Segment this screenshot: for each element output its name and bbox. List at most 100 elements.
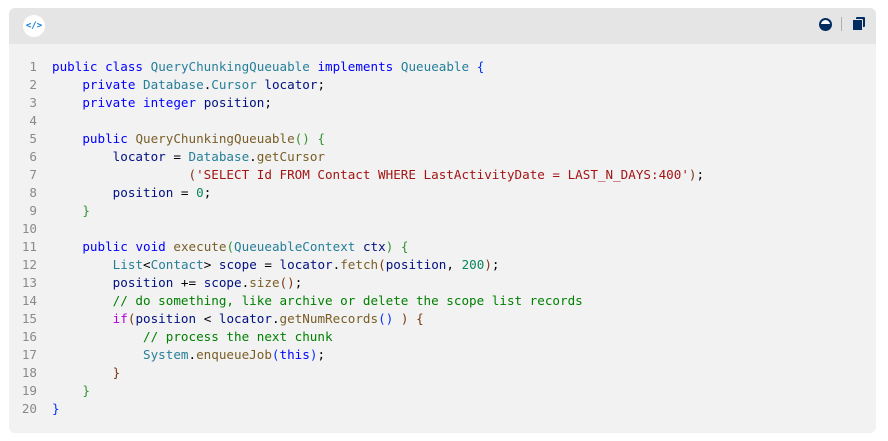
code-token: += [173, 275, 204, 290]
code-token: ( [127, 311, 136, 326]
line-number: 8 [29, 185, 37, 200]
line-number: 7 [29, 167, 37, 182]
line-source: private integer position; [52, 94, 272, 112]
code-token [196, 95, 204, 110]
line-source: System.enqueueJob(this); [52, 346, 325, 364]
code-token: ; [317, 77, 326, 92]
code-line: 15 if(position < locator.getNumRecords()… [9, 310, 704, 328]
code-token [143, 59, 151, 74]
code-token: 200 [461, 257, 485, 272]
code-token: // do something, like archive or delete … [112, 293, 583, 308]
line-source: ('SELECT Id FROM Contact WHERE LastActiv… [52, 166, 704, 184]
code-token [52, 347, 143, 362]
code-token [393, 239, 401, 254]
toolbar-divider [841, 17, 842, 31]
line-source: List<Contact> scope = locator.fetch(posi… [52, 256, 500, 274]
code-token: . [203, 77, 212, 92]
code-token: , [446, 257, 462, 272]
code-icon[interactable]: </> [23, 15, 45, 37]
line-source: public void execute(QueueableContext ctx… [52, 238, 408, 256]
code-token: . [271, 311, 280, 326]
code-token [135, 77, 143, 92]
copy-icon[interactable] [851, 17, 865, 31]
code-token: ) [309, 347, 318, 362]
code-token: position [112, 275, 174, 290]
code-token [52, 77, 82, 92]
code-token: ; [264, 95, 272, 110]
line-source: locator = Database.getCursor [52, 148, 325, 166]
line-number: 11 [21, 239, 37, 254]
theme-toggle-icon[interactable] [819, 17, 832, 31]
code-line: 4 [9, 112, 704, 130]
code-token: () [294, 131, 310, 146]
code-token: ( [226, 239, 235, 254]
code-token: QueryChunkingQueuable [150, 59, 310, 74]
code-line: 2 private Database.Cursor locator; [9, 76, 704, 94]
code-token: position [385, 257, 447, 272]
code-token: < [143, 257, 151, 272]
code-token: = [173, 185, 197, 200]
code-line: 7 ('SELECT Id FROM Contact WHERE LastAct… [9, 166, 704, 184]
code-token: Cursor [211, 77, 257, 92]
code-token: QueueableContext [234, 239, 356, 254]
code-token: List [112, 257, 144, 272]
code-token: } [82, 203, 90, 218]
code-token: ctx [362, 239, 386, 254]
code-token: ) [688, 167, 697, 182]
code-token: System [143, 347, 189, 362]
code-token: fetch [340, 257, 379, 272]
line-number: 13 [21, 275, 37, 290]
code-line: 12 List<Contact> scope = locator.fetch(p… [9, 256, 704, 274]
code-token: locator [279, 257, 333, 272]
code-token [393, 59, 401, 74]
code-token [52, 149, 113, 164]
code-token: // process the next chunk [143, 329, 333, 344]
code-token [52, 329, 143, 344]
code-block-header: </> [9, 8, 876, 44]
code-token [52, 257, 113, 272]
code-token: locator [218, 311, 272, 326]
code-token [52, 383, 82, 398]
line-number: 4 [29, 113, 37, 128]
line-number: 18 [21, 365, 37, 380]
code-token [52, 95, 82, 110]
code-token: () [279, 275, 295, 290]
code-token: execute [173, 239, 227, 254]
code-token: } [52, 401, 60, 416]
line-source: public QueryChunkingQueuable() { [52, 130, 325, 148]
code-token [52, 365, 113, 380]
code-line: 18 } [9, 364, 704, 382]
line-source: position = 0; [52, 184, 212, 202]
code-line: 3 private integer position; [9, 94, 704, 112]
code-token: implements [317, 59, 394, 74]
code-token: = [256, 257, 280, 272]
line-number: 3 [29, 95, 37, 110]
code-token: { [317, 131, 326, 146]
code-token: scope [203, 275, 242, 290]
code-token: ; [203, 185, 212, 200]
code-token: locator [264, 77, 318, 92]
code-line: 6 locator = Database.getCursor [9, 148, 704, 166]
code-line: 8 position = 0; [9, 184, 704, 202]
code-token: } [82, 383, 90, 398]
code-token [52, 167, 188, 182]
code-token: position [112, 185, 174, 200]
code-token: position [203, 95, 265, 110]
line-source: public class QueryChunkingQueuable imple… [52, 58, 484, 76]
code-token: ; [317, 347, 326, 362]
code-line: 10 [9, 220, 704, 238]
line-source: } [52, 400, 60, 418]
code-token: ; [696, 167, 705, 182]
line-source: private Database.Cursor locator; [52, 76, 325, 94]
toolbar [819, 17, 865, 31]
code-line: 19 } [9, 382, 704, 400]
code-token: < [196, 311, 219, 326]
code-token: 0 [196, 185, 204, 200]
code-token: ( [271, 347, 280, 362]
code-token: ; [294, 275, 303, 290]
code-token [52, 131, 82, 146]
code-token: enqueueJob [196, 347, 272, 362]
code-token [408, 311, 416, 326]
code-token: this [279, 347, 310, 362]
